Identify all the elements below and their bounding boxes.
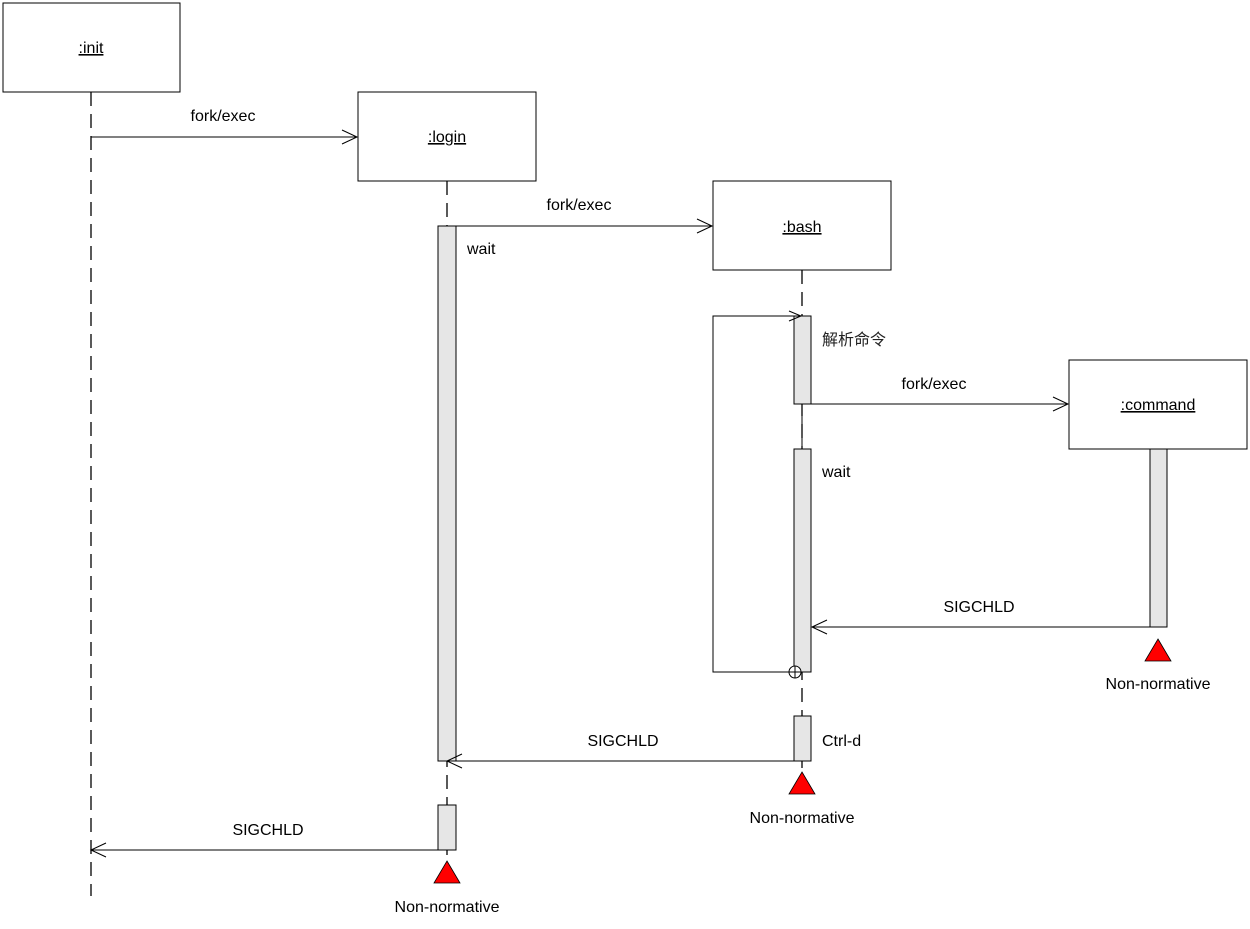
termination-login-label: Non-normative xyxy=(395,899,500,916)
message-init-fork: fork/exec xyxy=(91,108,359,145)
message-login-fork: fork/exec xyxy=(456,197,714,234)
loop-exit-circle-icon xyxy=(788,665,802,679)
lifeline-bash[interactable]: :bash xyxy=(712,180,892,271)
login-activation-wait xyxy=(437,225,457,762)
bash-parse-note: 解析命令 xyxy=(822,330,886,349)
lifeline-login[interactable]: :login xyxy=(357,91,537,182)
termination-bash-label: Non-normative xyxy=(750,810,855,827)
termination-bash: Non-normative xyxy=(750,771,855,827)
message-bash-sigchld: SIGCHLD xyxy=(445,733,794,769)
termination-login: Non-normative xyxy=(395,860,500,916)
login-wait-note: wait xyxy=(466,241,496,258)
bash-wait-note: wait xyxy=(821,464,851,481)
lifeline-login-label: :login xyxy=(428,129,466,146)
message-login-sigchld-label: SIGCHLD xyxy=(232,822,303,839)
bash-activation-wait xyxy=(793,448,812,673)
message-bash-fork-label: fork/exec xyxy=(902,376,967,393)
message-login-fork-label: fork/exec xyxy=(547,197,612,214)
termination-command: Non-normative xyxy=(1106,638,1211,693)
message-bash-sigchld-label: SIGCHLD xyxy=(587,733,658,750)
bash-activation-parse xyxy=(793,315,812,405)
lifeline-command-label: :command xyxy=(1121,397,1196,414)
bash-activation-ctrl xyxy=(793,715,812,762)
termination-command-label: Non-normative xyxy=(1106,676,1211,693)
lifeline-bash-label: :bash xyxy=(782,219,821,236)
message-command-sigchld-label: SIGCHLD xyxy=(943,599,1014,616)
command-activation xyxy=(1149,448,1168,628)
message-bash-fork: fork/exec xyxy=(811,376,1070,412)
termination-bash-icon xyxy=(788,771,816,795)
message-command-sigchld: SIGCHLD xyxy=(810,599,1150,635)
message-login-sigchld: SIGCHLD xyxy=(89,822,438,858)
message-init-fork-label: fork/exec xyxy=(191,108,256,125)
bash-ctrl-note: Ctrl-d xyxy=(822,733,861,750)
lifeline-init-label: :init xyxy=(79,40,104,57)
lifeline-command[interactable]: :command xyxy=(1068,359,1248,450)
loop-return-arrow xyxy=(788,310,803,322)
lifeline-init[interactable]: :init xyxy=(2,2,181,93)
bash-loop-frame xyxy=(712,315,803,673)
login-activation-exit xyxy=(437,804,457,851)
termination-login-icon xyxy=(433,860,461,884)
termination-command-icon xyxy=(1144,638,1172,662)
